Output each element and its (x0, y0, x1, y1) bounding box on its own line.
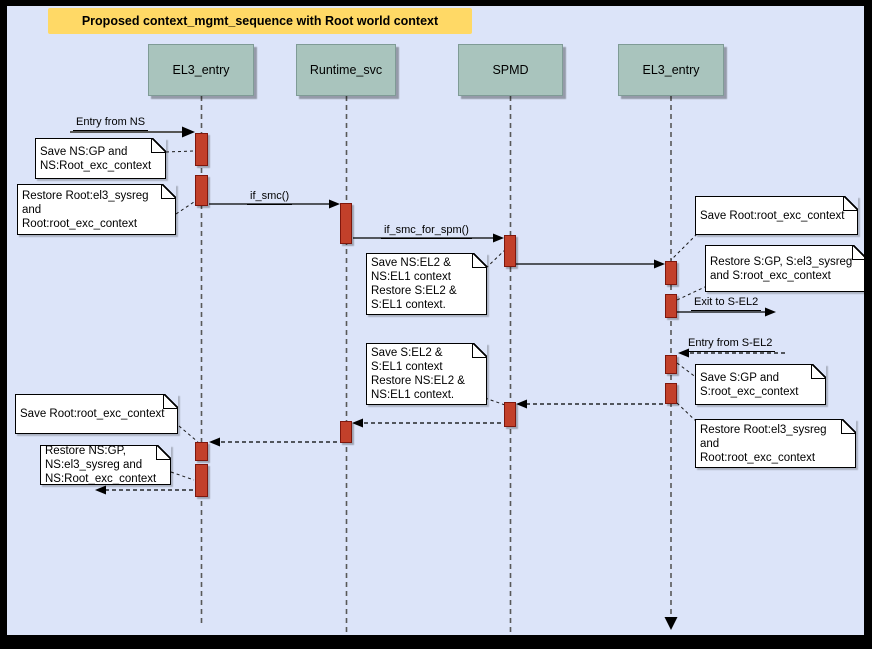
lifeline-end-arrowhead (664, 617, 678, 630)
arrowhead (95, 485, 106, 495)
note-restore-s-gp: Restore S:GP, S:el3_sysreg and S:root_ex… (705, 245, 864, 292)
sequence-diagram-canvas: Proposed context_mgmt_sequence with Root… (7, 6, 864, 635)
note-restore-root-el3-sysreg: Restore Root:el3_sysreg and Root:root_ex… (17, 184, 176, 235)
arrowhead (182, 126, 195, 138)
activation-bar (504, 402, 516, 427)
actor-runtime-svc: Runtime_svc (296, 44, 396, 96)
note-connector (175, 201, 195, 215)
note-restore-ns-gp: Restore NS:GP, NS:el3_sysreg and NS:Root… (40, 445, 171, 485)
activation-bar (665, 294, 677, 318)
note-restore-root-el3-sysreg-right: Restore Root:el3_sysreg and Root:root_ex… (695, 419, 856, 468)
activation-bar (665, 261, 677, 285)
actor-label: Runtime_svc (309, 63, 383, 77)
arrowhead (352, 418, 363, 428)
note-save-s-el2-restore-ns: Save S:EL2 & S:EL1 context Restore NS:EL… (366, 343, 487, 405)
note-connector (178, 425, 199, 443)
arrowhead (493, 233, 504, 243)
activation-bar (195, 464, 208, 497)
actor-label: EL3_entry (642, 63, 700, 77)
note-connector (670, 233, 698, 261)
activation-bar (504, 235, 516, 267)
arrowhead (678, 348, 689, 358)
note-save-ns-gp: Save NS:GP and NS:Root_exc_context (35, 138, 166, 179)
arrowheads (95, 126, 776, 495)
activation-bar (195, 175, 208, 206)
activation-bar (340, 421, 352, 443)
activation-bar (340, 203, 352, 244)
message-label-entry-from-ns: Entry from NS (73, 116, 149, 131)
arrowhead (765, 307, 776, 317)
actor-el3-entry-right: EL3_entry (618, 44, 724, 96)
arrowhead (329, 199, 340, 209)
activation-bar (195, 442, 208, 461)
arrowhead (654, 259, 665, 269)
arrowhead (209, 437, 220, 447)
note-save-ns-el2-restore-s: Save NS:EL2 & NS:EL1 context Restore S:E… (366, 253, 487, 315)
actor-spmd: SPMD (458, 44, 563, 96)
note-connector (484, 397, 506, 406)
note-save-s-gp: Save S:GP and S:root_exc_context (695, 364, 826, 405)
note-connector (485, 247, 508, 269)
diagram-title: Proposed context_mgmt_sequence with Root… (48, 8, 472, 34)
activation-bar (665, 355, 677, 374)
message-label-if-smc: if_smc() (247, 190, 293, 205)
arrowhead (516, 399, 527, 409)
actor-label: EL3_entry (172, 63, 230, 77)
note-save-root-exc-context-right: Save Root:root_exc_context (695, 196, 858, 235)
message-label-entry-from-s-el2: Entry from S-EL2 (685, 337, 776, 352)
note-connector (170, 471, 195, 481)
actor-label: SPMD (492, 63, 529, 77)
activation-bar (665, 383, 677, 404)
note-connector (676, 362, 698, 379)
note-save-root-exc-context-left: Save Root:root_exc_context (15, 394, 178, 434)
actor-el3-entry-left: EL3_entry (148, 44, 254, 96)
diagram-wires (70, 96, 785, 635)
message-label-exit-to-s-el2: Exit to S-EL2 (691, 296, 762, 311)
activation-bar (195, 133, 208, 166)
message-label-if-smc-for-spm: if_smc_for_spm() (381, 224, 472, 239)
note-connector (165, 150, 195, 153)
